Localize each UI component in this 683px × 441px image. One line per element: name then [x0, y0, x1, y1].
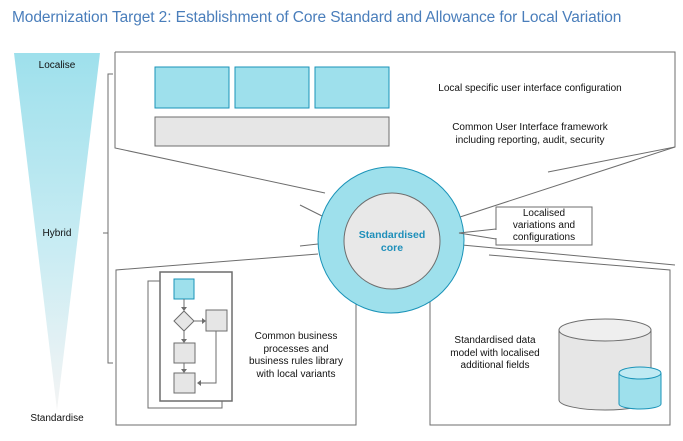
page-title: Modernization Target 2: Establishment of…: [12, 9, 622, 26]
flowchart-page-front: [159, 271, 233, 402]
flow-arrowhead: [197, 380, 201, 386]
localise-standardise-funnel: [14, 53, 100, 410]
flow-arrowhead: [202, 318, 206, 324]
flow-arrowhead: [181, 307, 187, 311]
business-processes-label: Common business processes and business r…: [236, 331, 356, 381]
common-ui-framework-label: Common User Interface framework includin…: [420, 122, 640, 147]
database-small-icon: [618, 366, 662, 410]
core-inner-circle: [343, 192, 441, 290]
localised-variations-label: Localised variations and configurations: [497, 208, 591, 244]
standardised-core-label: Standardised core: [340, 229, 444, 255]
scale-label-standardise: Standardise: [30, 413, 84, 424]
flow-return-arrow: [199, 331, 217, 384]
localised-callout-box: [495, 206, 593, 246]
scale-label-hybrid: Hybrid: [42, 228, 72, 239]
flow-end-node: [173, 372, 196, 394]
connector-lines-left: [299, 204, 323, 247]
common-ui-line-1: Common User Interface framework: [452, 122, 608, 133]
flow-process-node-right: [205, 309, 228, 332]
common-ui-framework-bar: [154, 116, 390, 147]
hybrid-bracket: [103, 73, 113, 364]
data-line-1: Standardised data: [454, 335, 536, 346]
business-panel-outline: [115, 253, 357, 426]
local-ui-config-label: Local specific user interface configurat…: [438, 83, 622, 94]
flow-start-node: [173, 278, 195, 300]
flow-process-node-middle: [173, 342, 196, 364]
flow-arrowhead: [181, 339, 187, 343]
data-model-label: Standardised data model with localised a…: [440, 335, 550, 373]
data-line-2: model with localised: [450, 347, 540, 359]
ui-panel-outline: [114, 51, 676, 194]
flow-arrowhead: [181, 369, 187, 373]
common-ui-line-2: including reporting, audit, security: [455, 134, 605, 146]
business-line-4: with local variants: [256, 368, 336, 380]
core-label-line-2: core: [380, 242, 404, 254]
scale-label-localise: Localise: [38, 60, 76, 71]
connector-lines-right: [459, 146, 676, 266]
data-line-3: additional fields: [460, 360, 530, 371]
business-line-2: processes and: [263, 343, 329, 355]
localised-line-1: Localised: [522, 208, 566, 219]
local-ui-box-1: [154, 66, 230, 109]
localised-callout-pointer: [458, 228, 497, 240]
local-ui-box-2: [234, 66, 310, 109]
local-ui-box-3: [314, 66, 390, 109]
localised-line-2: variations and: [512, 220, 576, 231]
data-panel-outline: [429, 254, 671, 426]
business-line-3: business rules library: [249, 356, 343, 367]
business-line-1: Common business: [254, 331, 338, 342]
core-label-line-1: Standardised: [358, 229, 426, 241]
localised-line-3: configurations: [512, 232, 576, 243]
